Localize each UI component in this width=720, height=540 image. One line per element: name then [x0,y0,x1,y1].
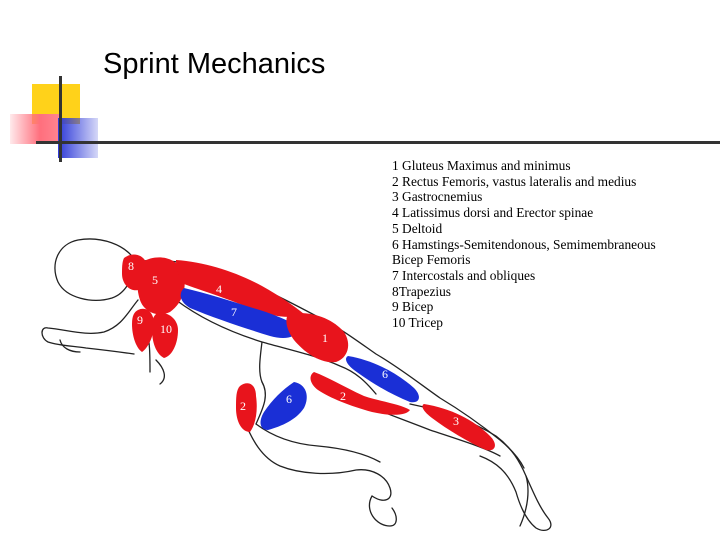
label-4: 4 [216,282,222,296]
label-9: 9 [137,313,143,327]
legend-item: 8Trapezius [392,283,452,299]
legend-item: Bicep Femoris [392,252,471,268]
muscle-tricep [152,312,178,358]
legend-item: 4 Latissimus dorsi and Erector spinae [392,205,594,221]
legend-item: 5 Deltoid [392,220,443,236]
legend-item: 6 Hamstings-Semitendonous, Semimembraneo… [392,236,656,252]
muscle-intercostals [180,288,298,338]
label-2-thigh: 2 [340,389,346,403]
label-6-rear: 6 [382,367,388,381]
muscles [122,254,495,451]
muscle-legend: 1 Gluteus Maximus and minimus 2 Rectus F… [392,158,656,331]
muscle-bicep [132,308,154,352]
legend-item: 2 Rectus Femoris, vastus lateralis and m… [392,173,637,189]
legend-item: 3 Gastrocnemius [392,189,483,205]
label-1: 1 [322,331,328,345]
legend-item: 9 Bicep [392,299,434,315]
label-8: 8 [128,259,134,273]
muscle-rectus-femoris-front [310,372,410,415]
label-10: 10 [160,322,172,336]
deco-pink-block [10,114,60,144]
label-2-lower: 2 [240,399,246,413]
muscle-gluteus [286,312,349,363]
label-6-front: 6 [286,392,292,406]
legend-item: 1 Gluteus Maximus and minimus [392,158,571,173]
muscle-rectus-femoris-lower [236,383,257,432]
muscle-deltoid [137,257,185,315]
deco-vertical-rule [59,76,62,162]
label-5: 5 [152,273,158,287]
muscle-hamstring-rear [346,356,419,403]
legend-item: 10 Tricep [392,315,443,331]
muscle-number-labels: 8 5 4 7 1 6 3 2 6 2 9 10 [128,259,459,428]
muscle-gastrocnemius [422,404,495,451]
deco-blue-block [58,118,98,158]
deco-horizontal-rule [36,141,720,144]
legend-item: 7 Intercostals and obliques [392,267,536,283]
label-3: 3 [453,414,459,428]
muscle-latissimus [176,260,304,317]
label-7: 7 [231,305,237,319]
muscle-hamstring-front [260,382,307,430]
slide-title: Sprint Mechanics [103,48,326,80]
